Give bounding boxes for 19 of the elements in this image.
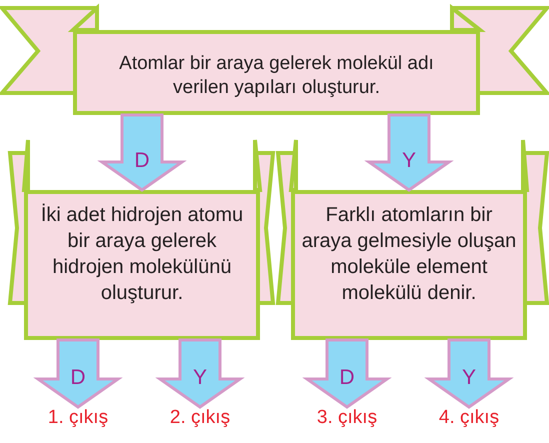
edge-label: Y <box>400 150 417 172</box>
exit-label: 1. çıkış <box>33 407 123 429</box>
edge-label: D <box>338 367 356 389</box>
block-arrow <box>364 114 454 192</box>
block-arrow <box>155 338 245 409</box>
block-arrow <box>97 114 187 192</box>
block-arrow <box>302 338 392 409</box>
edge-label: Y <box>192 367 208 389</box>
exit-label: 2. çıkış <box>155 407 245 429</box>
block-arrow <box>424 338 514 409</box>
edge-label: D <box>69 367 87 389</box>
edge-label: D <box>133 150 151 172</box>
statement-text: Farklı atomların bir araya gelmesiyle oluşan moleküle element molekülü denir. <box>301 203 517 306</box>
statement-text: İki adet hidrojen atomu bir araya gelerek hidrojen molekülünü oluşturur. <box>40 202 244 306</box>
edge-label: Y <box>460 367 477 389</box>
exit-label: 3. çıkış <box>302 407 392 429</box>
block-arrow <box>33 338 123 409</box>
exit-label: 4. çıkış <box>424 407 514 429</box>
statement-text: Atomlar bir araya gelerek molekül adı verilen yapıları oluşturur. <box>118 52 435 100</box>
